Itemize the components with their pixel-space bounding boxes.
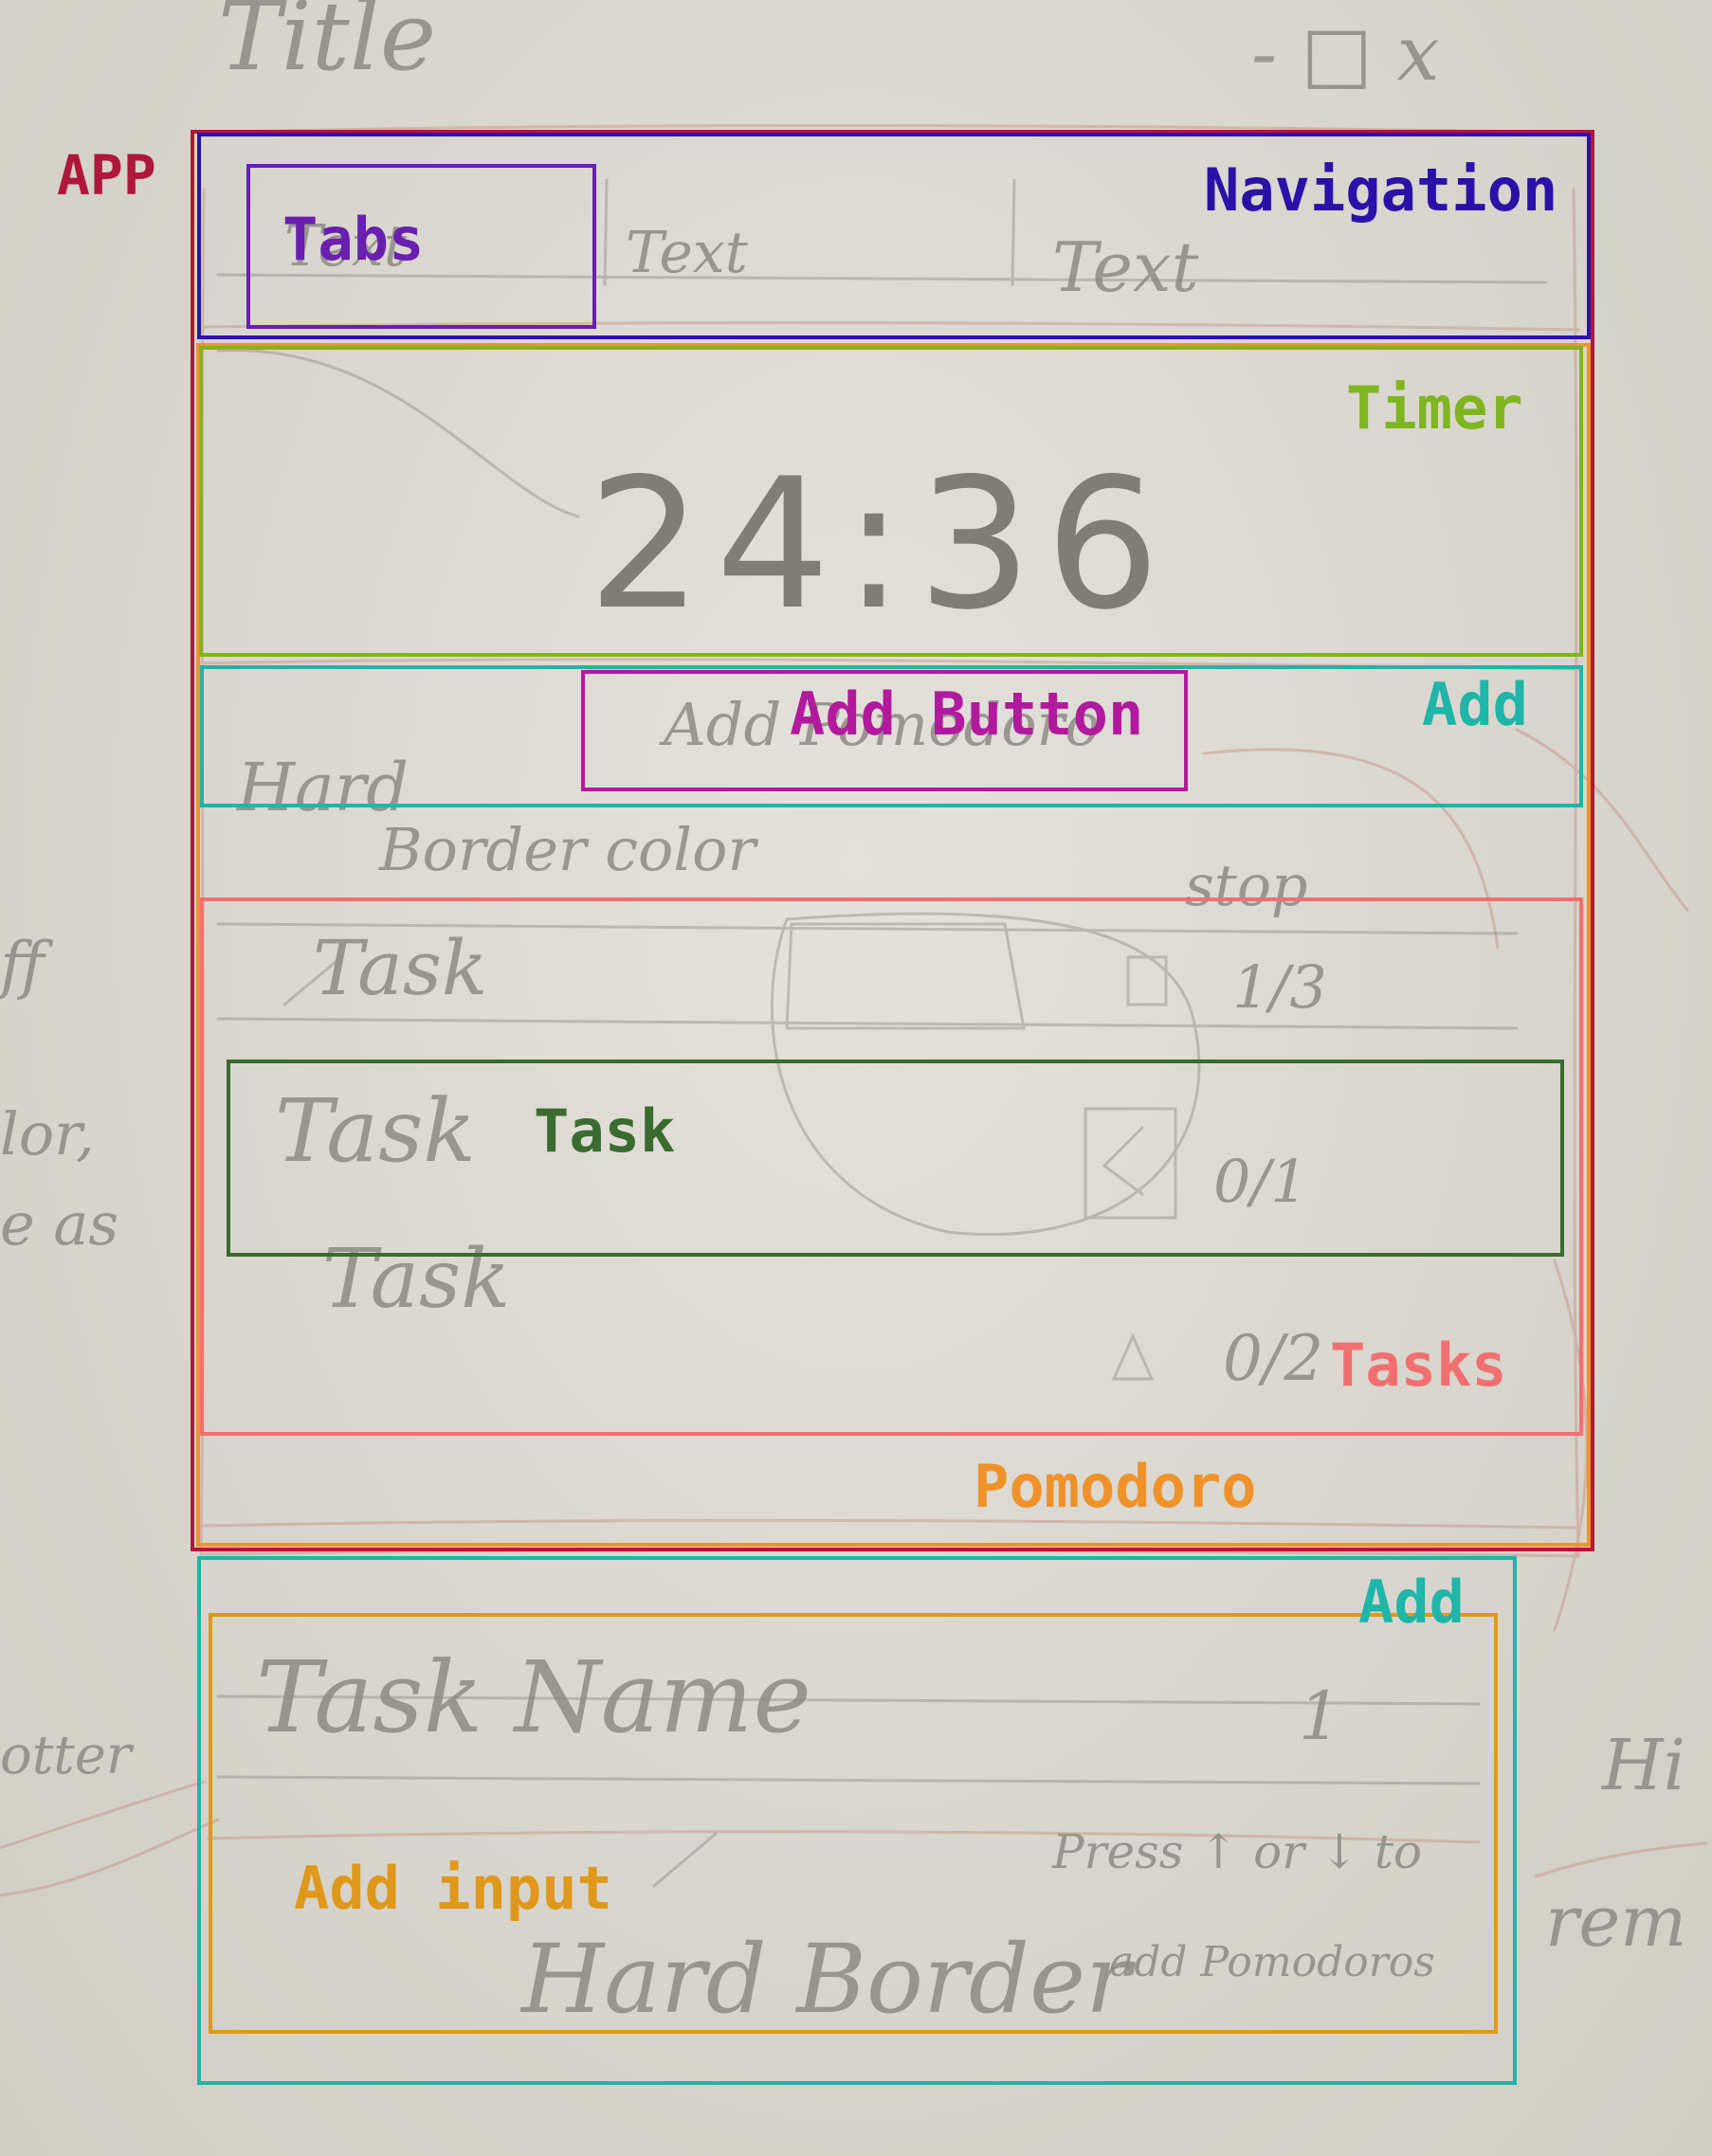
add-button-label: Add Button [790, 679, 1144, 749]
add-label: Add [1422, 670, 1528, 739]
add-button-box [581, 670, 1188, 791]
app-label: APP [57, 143, 156, 208]
add-form-label: Add [1358, 1567, 1465, 1637]
navigation-box [197, 133, 1591, 339]
sketch-note-press-hint-2: add Pomodoros [1109, 1938, 1435, 1986]
sketch-note-e-as: e as [0, 1189, 119, 1259]
tasks-label: Tasks [1330, 1331, 1507, 1400]
app-box [191, 130, 1594, 1551]
sketch-note-rem: rem [1545, 1881, 1687, 1963]
tasks-box [200, 897, 1583, 1436]
pomodoro-box [196, 343, 1591, 1547]
sketch-note-otter: otter [0, 1725, 132, 1786]
sketch-note-ff: ff [0, 929, 45, 1002]
sketch-note-border-color: Border color [379, 815, 756, 884]
sketch-task-3-count: 0/2 [1223, 1322, 1324, 1395]
sketch-tab-2: Text [626, 220, 748, 286]
add-box [200, 665, 1583, 807]
add-input-box [209, 1613, 1498, 2034]
pomodoro-label: Pomodoro [974, 1452, 1257, 1521]
sketch-task-3-name: Task [322, 1232, 511, 1327]
sketch-window-controls: - □ x [1251, 9, 1440, 98]
task-label: Task [534, 1096, 676, 1166]
timer-box [199, 346, 1583, 657]
task-box [227, 1060, 1564, 1257]
sketch-note-press-hint-1: Press ↑ or ↓ to [1052, 1824, 1423, 1879]
sketch-task-2-name: Task [275, 1080, 477, 1182]
sketch-timer-value: 24:36 [588, 440, 1174, 649]
sketch-tab-3: Text [1052, 227, 1199, 307]
tabs-label: Tabs [282, 205, 425, 274]
sketch-note-hard-border: Hard Border [521, 1924, 1131, 2035]
timer-label: Timer [1346, 373, 1523, 443]
sketch-task-2-count: 0/1 [1213, 1147, 1308, 1216]
sketch-note-hard: Hard [237, 749, 410, 826]
sketch-title: Title [218, 0, 437, 92]
add-input-label: Add input [294, 1854, 612, 1923]
sketch-task-name-count: 1 [1299, 1677, 1341, 1755]
sketch-task-name-placeholder: Task Name [256, 1640, 811, 1755]
sketch-tab-1: Text [284, 213, 407, 280]
sketch-note-hi: Hi [1602, 1725, 1686, 1806]
sketch-note-stop: stop [1185, 853, 1308, 919]
add-form-box [197, 1556, 1517, 2085]
tabs-box [246, 164, 596, 329]
sketch-add-pomodoro-button: Add Pomodoro [664, 690, 1101, 759]
navigation-label: Navigation [1204, 155, 1558, 225]
sketch-note-lor: lor, [0, 1099, 95, 1169]
sketch-task-1-name: Task [313, 924, 488, 1012]
sketch-task-1-count: 1/3 [1232, 952, 1327, 1022]
